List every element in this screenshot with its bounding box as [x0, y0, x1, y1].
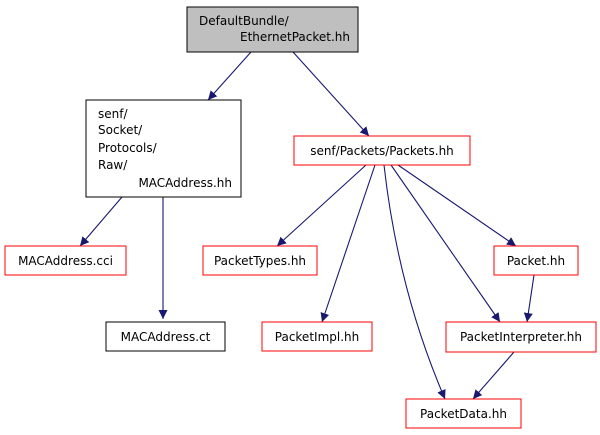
node-root-line-2: EthernetPacket.hh — [240, 30, 350, 44]
edges — [79, 51, 535, 400]
edge-packets-hh-to-packetdata-hh — [383, 164, 446, 400]
node-macaddress-cci-label: MACAddress.cci — [18, 254, 113, 268]
edge-packets-hh-to-packettypes-hh — [276, 164, 367, 247]
node-macaddress-ct-box — [105, 321, 226, 352]
node-macaddress-hh-line-3: Protocols/ — [98, 141, 158, 155]
node-macaddress-ct-label: MACAddress.ct — [121, 330, 211, 344]
node-macaddress-ct[interactable]: MACAddress.ct — [105, 321, 226, 352]
node-packetimpl-hh-label: PacketImpl.hh — [275, 330, 359, 344]
node-macaddress-hh-line-4: Raw/ — [98, 158, 128, 172]
node-packetinterpreter-hh-label: PacketInterpreter.hh — [460, 330, 582, 344]
node-packettypes-hh-label: PacketTypes.hh — [214, 254, 306, 268]
node-packetinterpreter-hh-box — [445, 321, 597, 353]
node-root-box — [186, 6, 359, 53]
node-packetimpl-hh-box — [261, 321, 373, 352]
node-root-line-1: DefaultBundle/ — [199, 14, 290, 28]
node-macaddress-hh-line-1: senf/ — [98, 107, 128, 121]
node-macaddress-hh-box — [85, 99, 242, 198]
node-packetimpl-hh[interactable]: PacketImpl.hh — [261, 321, 373, 352]
node-macaddress-hh-line-5: MACAddress.hh — [138, 176, 232, 190]
edge-packets-hh-to-packetinterpreter-hh — [390, 164, 501, 323]
node-packet-hh-box — [493, 245, 579, 276]
node-root[interactable]: DefaultBundle/ EthernetPacket.hh — [186, 6, 359, 53]
node-packetdata-hh-box — [405, 398, 522, 429]
node-macaddress-cci-box — [4, 245, 127, 276]
edge-packets-hh-to-packetimpl-hh — [320, 164, 376, 323]
node-macaddress-cci[interactable]: MACAddress.cci — [4, 245, 127, 276]
node-packet-hh-label: Packet.hh — [507, 254, 565, 268]
edge-packets-hh-to-packet-hh — [397, 164, 517, 247]
node-packettypes-hh-box — [202, 245, 318, 276]
edge-packet-hh-to-packetinterpreter-hh — [523, 274, 535, 323]
node-packets-hh-label: senf/Packets/Packets.hh — [310, 144, 454, 158]
edge-packetinterpreter-hh-to-packetdata-hh — [472, 351, 515, 400]
node-packets-hh-box — [293, 135, 471, 166]
node-macaddress-hh[interactable]: senf/ Socket/ Protocols/ Raw/ MACAddress… — [85, 99, 242, 198]
node-macaddress-hh-line-2: Socket/ — [98, 123, 143, 137]
node-packets-hh[interactable]: senf/Packets/Packets.hh — [293, 135, 471, 166]
node-packetdata-hh-label: PacketData.hh — [420, 407, 507, 421]
edge-root-to-macaddress-hh — [207, 51, 252, 101]
node-packet-hh[interactable]: Packet.hh — [493, 245, 579, 276]
node-packetinterpreter-hh[interactable]: PacketInterpreter.hh — [445, 321, 597, 353]
node-packettypes-hh[interactable]: PacketTypes.hh — [202, 245, 318, 276]
edge-root-to-packets-hh — [292, 51, 370, 137]
edge-macaddress-hh-to-macaddress-cci — [79, 196, 123, 247]
node-packetdata-hh[interactable]: PacketData.hh — [405, 398, 522, 429]
